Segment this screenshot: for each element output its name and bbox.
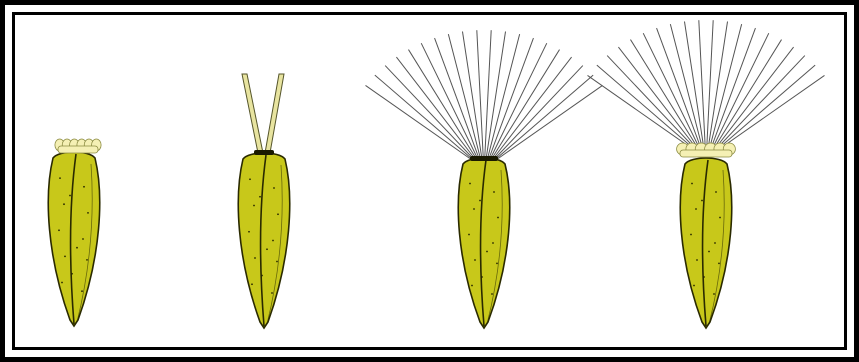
achene-speckle	[469, 183, 471, 185]
achene-speckle	[63, 203, 65, 205]
achene-speckle	[713, 293, 715, 295]
achene-speckle	[87, 212, 89, 214]
achene-with-bristles	[366, 30, 603, 328]
achene-speckle	[276, 261, 278, 263]
achene-speckle	[486, 251, 488, 253]
achene-speckle	[473, 208, 475, 210]
pappus-bristle	[485, 30, 492, 160]
achene-speckle	[690, 234, 692, 236]
pappus-bristle	[495, 75, 593, 160]
achene-speckle	[497, 217, 499, 219]
achene-speckle	[71, 273, 73, 275]
achene-speckle	[64, 256, 66, 258]
achene-speckle	[492, 242, 494, 244]
pappus-bristle	[375, 75, 473, 160]
achene-speckle	[719, 217, 721, 219]
pappus-awn	[265, 74, 284, 153]
pappus-bristle	[597, 65, 695, 150]
pappus-awn	[242, 74, 263, 153]
achene-speckle	[259, 196, 261, 198]
pappus-bristle	[492, 57, 571, 160]
pappus-scale-base	[58, 146, 98, 153]
achene-speckle	[253, 205, 255, 207]
pappus-bristle	[396, 57, 475, 160]
pappus-bristle	[643, 33, 700, 150]
achene-speckle	[76, 247, 78, 249]
achene-speckle	[491, 293, 493, 295]
achene-speckle	[61, 282, 63, 284]
achene-speckle	[474, 259, 476, 261]
pappus-scale-base	[680, 150, 732, 157]
pappus-bristle	[490, 43, 547, 160]
achene-speckle	[479, 200, 481, 202]
pappus-bristle	[717, 65, 815, 150]
achene-speckle	[714, 242, 716, 244]
achene-speckle	[271, 292, 273, 294]
pappus-bristle	[715, 56, 804, 150]
achene-with-scales-and-bristles	[588, 20, 825, 328]
achene-speckle	[249, 178, 251, 180]
pappus-bristle	[670, 24, 702, 150]
pappus-bristle	[385, 66, 474, 160]
pappus-bristle	[477, 30, 484, 160]
pappus-bristle	[607, 56, 696, 150]
pappus-bristle	[618, 47, 697, 150]
achene-speckle	[468, 234, 470, 236]
achene-speckle	[718, 263, 720, 265]
achene-speckle	[493, 191, 495, 193]
pappus-bristle	[487, 34, 519, 160]
achene-speckle	[703, 276, 705, 278]
pappus-bristle	[712, 33, 769, 150]
achene-with-scales	[48, 139, 101, 326]
pappus-bristle	[707, 20, 714, 150]
achene-speckle	[83, 186, 85, 188]
achene-speckle	[691, 183, 693, 185]
achene-speckle	[693, 285, 695, 287]
achene-speckle	[81, 290, 83, 292]
achene-speckle	[715, 191, 717, 193]
achene-speckle	[696, 259, 698, 261]
achene-speckle	[59, 177, 61, 179]
bristle-base	[470, 156, 498, 161]
achene-speckle	[701, 200, 703, 202]
achene-speckle	[58, 229, 60, 231]
achene-speckle	[471, 285, 473, 287]
pappus-bristle	[448, 34, 480, 160]
achene-speckle	[82, 238, 84, 240]
pappus-bristle	[421, 43, 478, 160]
achene-speckle	[248, 231, 250, 233]
achene-speckle	[251, 283, 253, 285]
pappus-bristle	[709, 24, 741, 150]
achene-with-awns	[238, 74, 289, 328]
achene-speckle	[266, 248, 268, 250]
achene-speckle	[695, 208, 697, 210]
pappus-bristle	[493, 66, 582, 160]
achene-speckle	[277, 213, 279, 215]
awn-base	[254, 150, 274, 155]
achene-speckle	[496, 263, 498, 265]
achene-speckle	[69, 195, 71, 197]
pappus-bristle	[699, 20, 706, 150]
achene-speckle	[86, 259, 88, 261]
achene-speckle	[261, 275, 263, 277]
achene-speckle	[254, 257, 256, 259]
pappus-bristle	[714, 47, 793, 150]
achene-speckle	[273, 187, 275, 189]
achene-speckle	[708, 251, 710, 253]
achene-speckle	[481, 276, 483, 278]
achene-speckle	[272, 240, 274, 242]
